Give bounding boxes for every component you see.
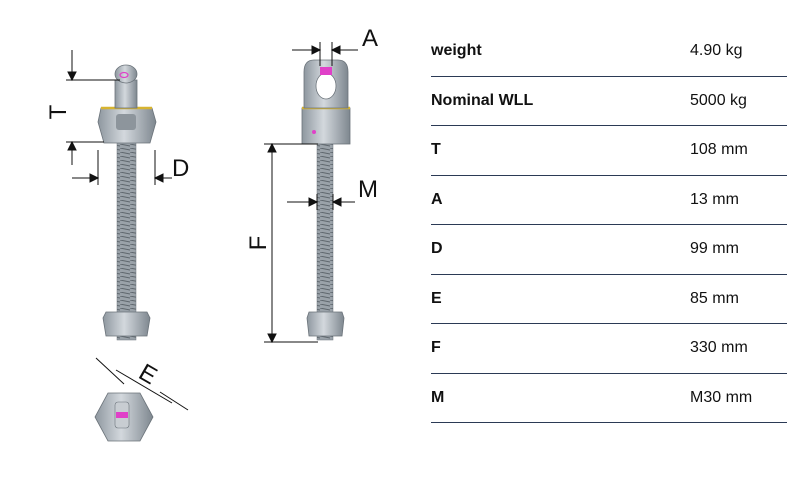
spec-label: Nominal WLL	[431, 76, 690, 126]
eye-pin	[119, 71, 129, 79]
nut	[102, 311, 151, 337]
clevis-hole	[315, 72, 337, 100]
spec-value: 99 mm	[690, 224, 787, 275]
eye-stem	[114, 79, 138, 109]
spec-value: 330 mm	[690, 323, 787, 374]
eye-head	[114, 64, 138, 84]
spec-value: M30 mm	[690, 373, 787, 423]
dim-e	[95, 357, 189, 411]
spec-label: T	[431, 125, 690, 176]
spec-label: weight	[431, 27, 690, 77]
side-view: A M F	[245, 25, 378, 344]
dim-m	[287, 194, 355, 210]
front-view: T D	[45, 50, 189, 341]
dim-a	[292, 42, 358, 66]
dim-d	[72, 150, 172, 185]
threaded-rod	[116, 139, 137, 341]
technical-drawing: T D E	[45, 25, 378, 442]
spec-value: 108 mm	[690, 125, 787, 176]
dim-label-t: T	[45, 104, 72, 119]
spec-label: E	[431, 274, 690, 324]
dim-label-d: D	[172, 155, 189, 182]
dim-f	[264, 142, 318, 344]
top-pin	[116, 412, 128, 418]
spec-label: D	[431, 224, 690, 275]
top-view: E	[94, 357, 189, 442]
dim-t	[66, 50, 120, 165]
dim-label-a: A	[362, 25, 378, 52]
spec-label: F	[431, 323, 690, 374]
dim-label-e: E	[134, 359, 161, 390]
dim-label-f: F	[245, 236, 272, 251]
spec-value: 85 mm	[690, 274, 787, 324]
clevis-pin	[320, 67, 332, 75]
bolt-base-side	[301, 107, 351, 145]
base-window	[116, 114, 136, 130]
spec-label: M	[431, 373, 690, 423]
spec-value: 4.90 kg	[690, 27, 787, 77]
base-marker	[312, 130, 316, 134]
spec-value: 13 mm	[690, 175, 787, 225]
threaded-rod-side	[316, 139, 334, 341]
dim-label-m: M	[358, 176, 378, 203]
nut-side	[306, 311, 345, 337]
spec-value: 5000 kg	[690, 76, 787, 126]
spec-label: A	[431, 175, 690, 225]
